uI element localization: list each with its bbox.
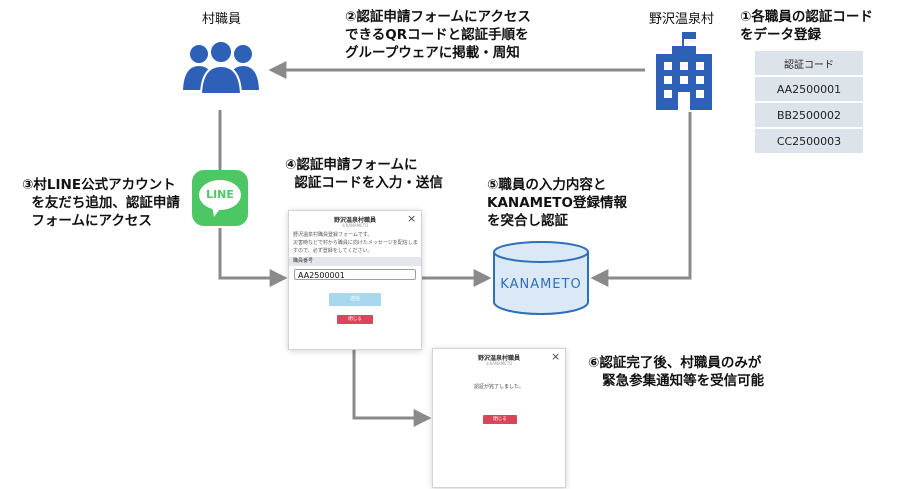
form-description: 野沢温泉村職員登録フォームです。 災害時などで村から職員に向けたメッセージを配信… — [293, 232, 418, 254]
submit-button[interactable]: 送信 — [329, 293, 381, 306]
line-logo-text: LINE — [206, 188, 234, 201]
village-label: 野沢温泉村 — [649, 12, 715, 27]
kanameto-database-icon — [493, 241, 589, 315]
close-button[interactable]: 閉じる — [337, 315, 373, 324]
village-office-icon — [656, 32, 712, 110]
staff-group-icon — [183, 40, 259, 94]
form-close-icon[interactable]: × — [407, 212, 417, 225]
completion-message: 認証が完了しました。 — [473, 384, 524, 390]
line-app-icon: LINE — [192, 170, 248, 226]
arrow-village-to-kanameto — [590, 112, 692, 287]
step1-text: ①各職員の認証コード をデータ登録 — [740, 9, 873, 43]
arrow-line-to-form — [218, 228, 288, 287]
staff-label: 村職員 — [202, 12, 242, 27]
kanameto-label: KANAMETO — [500, 277, 582, 292]
completion-close-button[interactable]: 閉じる — [483, 415, 517, 424]
auth-code-row: BB2500002 — [753, 101, 865, 129]
form-title: 野沢温泉村職員 — [333, 217, 376, 224]
auth-code-row: CC2500003 — [753, 127, 865, 155]
line-bubble-tail — [212, 206, 222, 217]
auth-code-row: AA2500001 — [753, 75, 865, 103]
field-label-staff-number: 職員番号 — [289, 257, 421, 266]
form-subtitle: ©KANAMETO — [341, 223, 369, 228]
arrow-form-to-complete — [352, 350, 432, 427]
completion-form: 野沢温泉村職員 ©KANAMETO × 認証が完了しました。 閉じる — [432, 348, 566, 488]
step4-text: ④認証申請フォームに 認証コードを入力・送信 — [285, 157, 443, 191]
completion-form-subtitle: ©KANAMETO — [485, 361, 513, 366]
auth-code-header: 認証コード — [753, 49, 865, 77]
step3-text: ③村LINE公式アカウント を友だち追加、認証申請 フォームにアクセス — [22, 177, 180, 229]
staff-number-input[interactable]: AA2500001 — [294, 269, 416, 280]
completion-close-icon[interactable]: × — [551, 350, 561, 363]
step2-text: ②認証申請フォームにアクセス できるQRコードと認証手順を グループウェアに掲載… — [345, 9, 531, 61]
completion-form-title: 野沢温泉村職員 — [477, 355, 520, 362]
step5-text: ⑤職員の入力内容と KANAMETO登録情報 を突合し認証 — [487, 177, 627, 229]
registration-form: 野沢温泉村職員 ©KANAMETO × 野沢温泉村職員登録フォームです。 災害時… — [288, 210, 422, 350]
line-speech-bubble — [199, 180, 241, 210]
step6-text: ⑥認証完了後、村職員のみが 緊急参集通知等を受信可能 — [588, 355, 765, 389]
auth-code-table: 認証コード AA2500001 BB2500002 CC2500003 — [753, 49, 865, 155]
